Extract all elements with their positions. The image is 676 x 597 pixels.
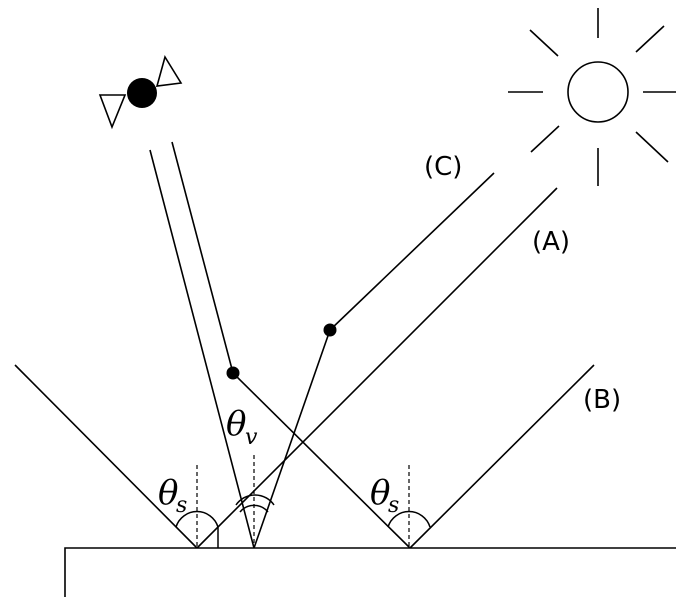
path-c-to-ground	[254, 330, 330, 548]
svg-text:s: s	[176, 493, 187, 518]
svg-text:θ: θ	[226, 404, 246, 444]
view-angle-label: θ v	[226, 404, 258, 450]
path-a-label: (A)	[532, 227, 570, 257]
sun-icon	[508, 8, 676, 186]
ground-surface	[65, 548, 676, 597]
path-c-label: (C)	[424, 152, 462, 182]
solar-angle-label-left: θ s	[158, 473, 187, 518]
scatter-ray-to-point	[233, 373, 410, 548]
svg-text:s: s	[388, 493, 399, 518]
satellite-icon	[100, 57, 181, 127]
svg-text:v: v	[245, 425, 258, 450]
path-b-ray	[410, 365, 594, 548]
path-c-ray	[330, 173, 494, 330]
solar-angle-label-right: θ s	[370, 473, 399, 518]
solar-ray-left-incoming	[15, 365, 197, 548]
path-b-label: (B)	[583, 385, 621, 415]
satellite-view-line-scattered	[172, 142, 233, 373]
